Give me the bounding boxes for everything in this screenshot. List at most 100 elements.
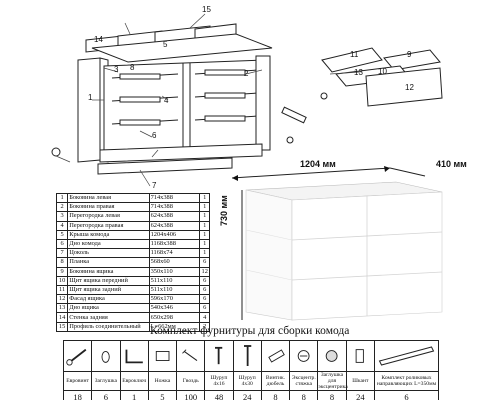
- hardware-name: Ножка: [147, 371, 178, 391]
- hardware-title: Комплект фурнитуры для сборки комода: [150, 325, 350, 337]
- assembly-diagram: 1 2 3 4 5 6 7 8 9 10 11 12 13 14 15: [51, 5, 443, 190]
- hardware-name: Заглушка: [91, 371, 121, 391]
- callout-9: 9: [407, 50, 412, 59]
- parts-cell-n: 15: [55, 321, 69, 332]
- parts-cell-qty: 1: [199, 220, 210, 231]
- parts-cell-size: L=662мм: [148, 321, 201, 332]
- wooden-dowel-icon: [268, 349, 285, 363]
- parts-cell-qty: 6: [199, 257, 210, 268]
- drawer-rails: [111, 69, 259, 126]
- hardware-qty: 8: [289, 390, 319, 400]
- parts-cell-n: 1: [55, 192, 69, 204]
- parts-cell-n: 10: [55, 275, 69, 286]
- hardware-name: Винтик. дюбель: [260, 371, 291, 391]
- parts-cell-qty: 4: [199, 312, 210, 323]
- screw-4x16-icon: [215, 346, 223, 365]
- hardware-qty: 5: [147, 390, 178, 400]
- parts-cell-size: 624x388: [148, 220, 201, 231]
- parts-cell-size: 714x388: [148, 202, 201, 213]
- hardware-icon-cell: [62, 340, 93, 372]
- parts-cell-n: 12: [55, 294, 69, 305]
- hardware-name: Евроключ: [119, 371, 149, 391]
- parts-cell-n: 5: [55, 229, 69, 240]
- hardware-icon-cell: [204, 340, 234, 372]
- hex-key-icon: [125, 349, 143, 364]
- hardware-icon-cell: [289, 340, 319, 372]
- callout-15: 15: [202, 5, 211, 14]
- furniture-foot-icon: [155, 351, 170, 361]
- callout-leaders: [92, 13, 263, 187]
- confirmat-screw-icon: [66, 348, 87, 366]
- parts-cell-name: Крыша комода: [67, 229, 150, 240]
- parts-cell-qty: 1: [199, 229, 210, 240]
- parts-cell-qty: 6: [199, 303, 210, 314]
- dresser-illustration: [231, 166, 443, 321]
- roof-panel: [91, 33, 273, 63]
- dowel-pin-icon: [355, 349, 364, 363]
- callout-12: 12: [405, 83, 414, 92]
- hardware-icon-cell: [260, 340, 291, 372]
- hardware-icon-cell: [147, 340, 178, 372]
- parts-cell-n: 9: [55, 266, 69, 277]
- parts-cell-size: 714x388: [148, 192, 201, 204]
- callout-1: 1: [88, 93, 93, 102]
- parts-cell-name: Боковина правая: [67, 202, 150, 213]
- parts-cell-n: 14: [55, 312, 69, 323]
- hardware-name: Эксцентр. стяжка: [289, 371, 319, 391]
- hardware-qty: 100: [176, 390, 206, 400]
- parts-cell-name: Дно ящика: [67, 303, 150, 314]
- hardware-qty: 8: [260, 390, 291, 400]
- parts-cell-qty: 1: [199, 192, 210, 204]
- eccentric-coupler-icon: [297, 350, 310, 362]
- nail-icon: [182, 349, 198, 361]
- parts-cell-name: Стенка задняя: [67, 312, 150, 323]
- hardware-name: Комплект роликовых направляющих L=350мм: [374, 371, 439, 391]
- hardware-icon-cell: [232, 340, 262, 372]
- callout-4: 4: [164, 96, 169, 105]
- parts-cell-n: 7: [55, 248, 69, 259]
- callout-10: 10: [378, 67, 387, 76]
- parts-cell-n: 6: [55, 238, 69, 250]
- callout-7: 7: [152, 181, 157, 190]
- parts-cell-name: Перегородка левая: [67, 211, 150, 222]
- callout-13: 13: [354, 68, 363, 77]
- hardware-icon-cell: [119, 340, 149, 372]
- callout-8: 8: [130, 63, 135, 72]
- hardware-qty: 24: [232, 390, 262, 400]
- parts-cell-size: 1204x406: [148, 229, 201, 240]
- callout-labels: 1 2 3 4 5 6 7 8 9 10 11 12 13 14 15: [88, 5, 414, 190]
- parts-cell-size: 568x60: [148, 257, 201, 268]
- hardware-name: Шуруп 4x30: [232, 371, 262, 391]
- parts-cell-name: Боковина ящика: [67, 266, 150, 277]
- hardware-qty: 48: [204, 390, 234, 400]
- hardware-name: Гвоздь: [176, 371, 206, 391]
- drawer-runner-icon: [378, 346, 435, 366]
- parts-cell-qty: 6: [199, 275, 210, 286]
- callout-14: 14: [94, 35, 103, 44]
- parts-cell-n: 8: [55, 257, 69, 268]
- parts-cell-name: Фасад ящика: [67, 294, 150, 305]
- parts-cell-qty: 1: [199, 238, 210, 250]
- hardware-qty: 18: [62, 390, 93, 400]
- hardware-icon-cell: [345, 340, 376, 372]
- parts-cell-n: 13: [55, 303, 69, 314]
- parts-cell-qty: 1: [199, 248, 210, 259]
- hardware-qty: 6: [374, 390, 439, 400]
- parts-cell-name: Планка: [67, 257, 150, 268]
- parts-cell-size: 596x170: [148, 294, 201, 305]
- parts-cell-name: Щит ящика передний: [67, 275, 150, 286]
- plinth: [97, 157, 233, 175]
- parts-cell-qty: 1: [199, 202, 210, 213]
- hardware-qty: 1: [119, 390, 149, 400]
- parts-cell-name: Профиль соединительный: [67, 321, 150, 332]
- hardware-qty: 8: [317, 390, 347, 400]
